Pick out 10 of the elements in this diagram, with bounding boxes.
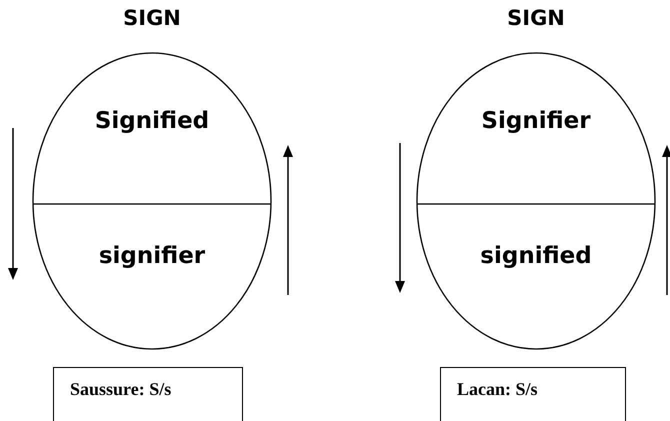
sign-part-label: Signifier [481,108,591,134]
sign-part-label: signified [480,243,592,269]
sign-part-label: Signified [94,108,210,134]
sign-heading: SIGN [123,6,181,30]
label-box [53,367,243,421]
sign-heading: SIGN [507,6,565,30]
box-text: Saussure: S/s [70,379,172,400]
sign-part-label: signifier [98,243,206,269]
box-text: Lacan: S/s [457,379,538,400]
label-box [440,367,626,421]
